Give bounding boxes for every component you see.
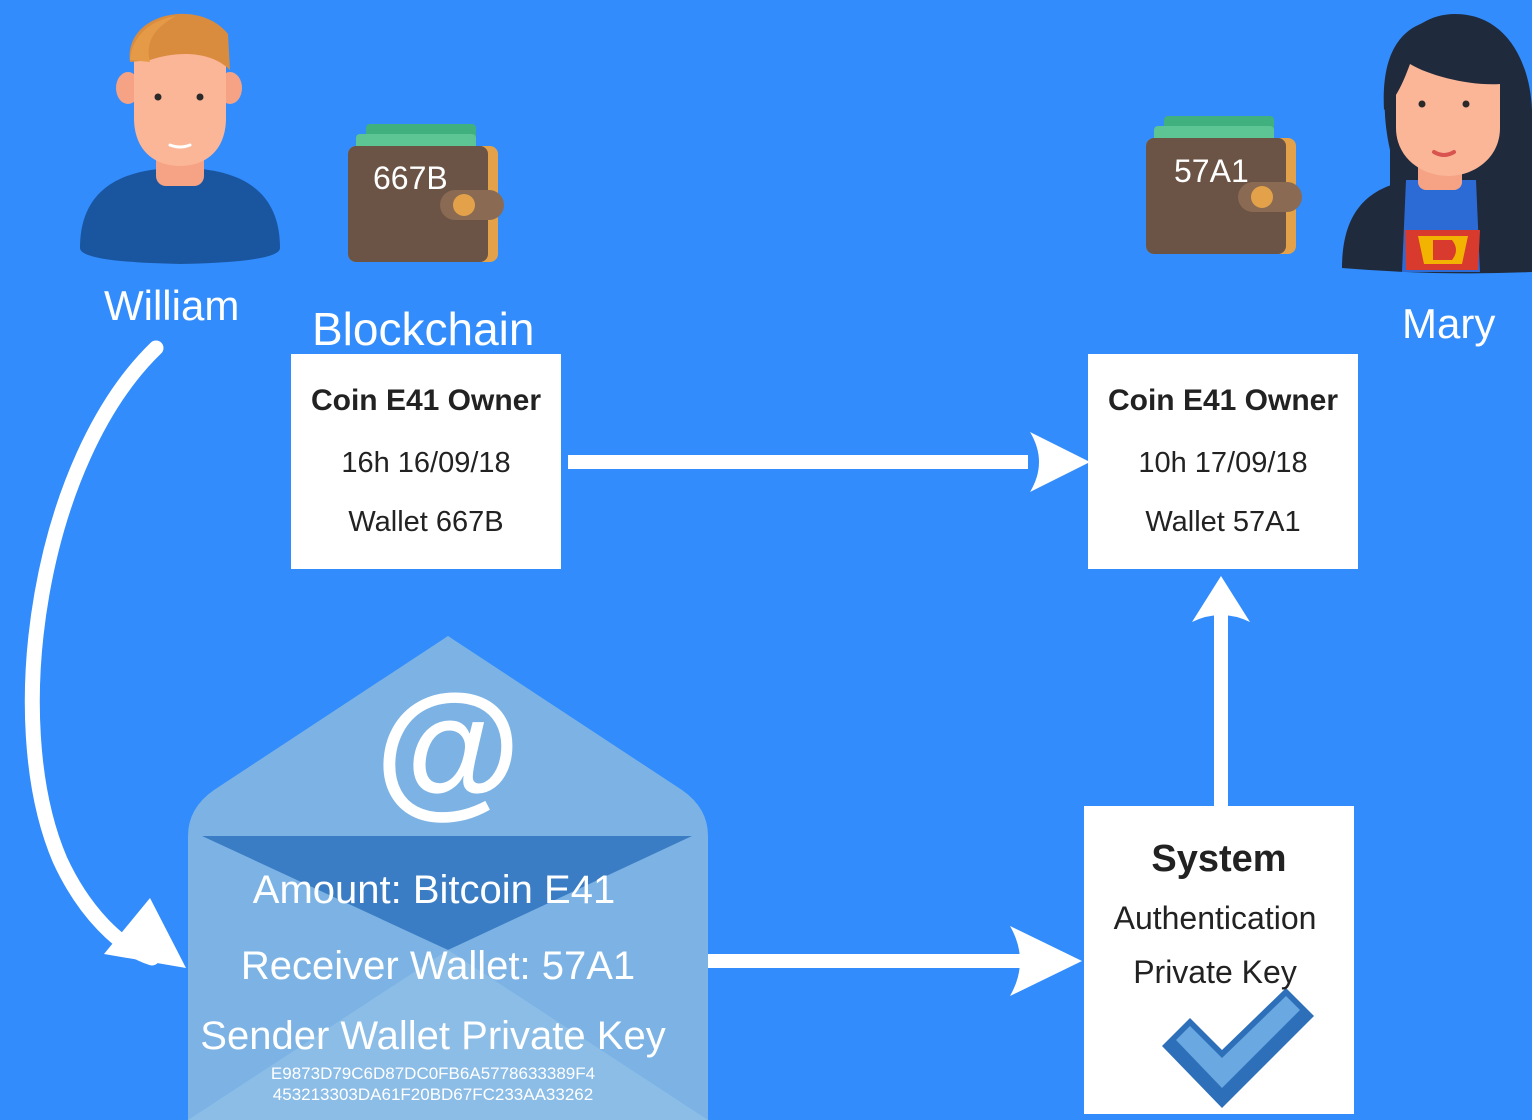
at-symbol-icon: @ bbox=[374, 663, 522, 831]
william-avatar bbox=[80, 13, 280, 264]
record-wallet: Wallet 667B bbox=[348, 506, 504, 538]
record-wallet: Wallet 57A1 bbox=[1145, 506, 1301, 538]
message-sender-key-label: Sender Wallet Private Key bbox=[200, 1014, 666, 1058]
system-line-private-key: Private Key bbox=[1133, 954, 1297, 990]
message-amount: Amount: Bitcoin E41 bbox=[252, 868, 616, 912]
system-box: System Authentication Private Key bbox=[1084, 806, 1354, 1114]
record-card-667b: Coin E41 Owner 16h 16/09/18 Wallet 667B bbox=[291, 354, 561, 569]
record-title: Coin E41 Owner bbox=[310, 384, 542, 417]
message-key-line-2: 453213303DA61F20BD67FC233AA33262 bbox=[272, 1085, 594, 1104]
message-receiver-wallet: Receiver Wallet: 57A1 bbox=[240, 944, 636, 988]
arrow-system-to-record bbox=[1192, 576, 1250, 808]
record-card-57a1: Coin E41 Owner 10h 17/09/18 Wallet 57A1 bbox=[1088, 354, 1358, 569]
mary-avatar bbox=[1342, 14, 1532, 274]
record-title: Coin E41 Owner bbox=[1107, 384, 1339, 417]
arrow-message-to-system bbox=[704, 926, 1082, 996]
record-time: 10h 17/09/18 bbox=[1138, 447, 1308, 479]
system-title: System bbox=[1151, 838, 1287, 880]
wallet-icon-667b bbox=[348, 124, 504, 262]
sender-name: William bbox=[104, 282, 240, 329]
record-time: 16h 16/09/18 bbox=[341, 447, 511, 479]
wallet-code-57a1: 57A1 bbox=[1174, 153, 1249, 189]
wallet-code-667b: 667B bbox=[373, 160, 448, 196]
check-mark-icon bbox=[1162, 988, 1314, 1108]
message-key-line-1: E9873D79C6D87DC0FB6A5778633389F4 bbox=[270, 1064, 596, 1083]
blockchain-title: Blockchain bbox=[312, 303, 535, 355]
curved-arrow-william-to-message bbox=[24, 340, 186, 968]
system-line-authentication: Authentication bbox=[1113, 900, 1317, 936]
arrow-record-to-record bbox=[568, 432, 1090, 492]
message-envelope bbox=[188, 636, 708, 1120]
wallet-icon-57a1 bbox=[1146, 116, 1302, 254]
receiver-name: Mary bbox=[1402, 300, 1496, 347]
